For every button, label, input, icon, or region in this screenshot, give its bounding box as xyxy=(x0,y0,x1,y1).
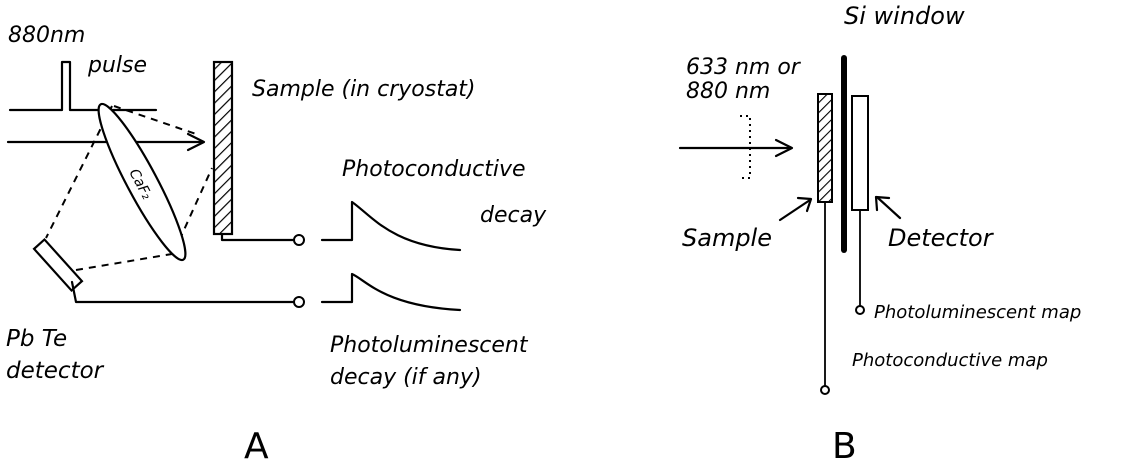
pbte-detector-element xyxy=(32,237,84,293)
collection-cone-bottom xyxy=(75,253,173,271)
detector-label-name: Pb Te xyxy=(6,326,67,352)
pulse-label-wavelength: 880nm xyxy=(8,23,85,48)
sample-b xyxy=(817,93,833,203)
panel-b-letter: B xyxy=(832,426,857,467)
sample-a-label: Sample (in cryostat) xyxy=(252,77,476,102)
sample-b-lead-terminal xyxy=(820,385,830,395)
photoconductive-map-label: Photoconductive map xyxy=(852,350,1048,371)
panel-a: 880nm pulse Sample (in cryostat) CaF₂ Pb… xyxy=(6,23,547,467)
si-window-label: Si window xyxy=(844,2,965,30)
incident-beam-b-arrowhead xyxy=(774,138,794,158)
incident-beam-arrowhead xyxy=(186,132,206,152)
sample-b-pointer-line xyxy=(778,198,812,222)
photoconductive-label-line2: decay xyxy=(480,203,547,228)
detector-lead-wire xyxy=(70,280,296,304)
panel-a-letter: A xyxy=(244,426,269,467)
sample-lead-terminal xyxy=(293,234,305,246)
detector-lead-terminal xyxy=(293,296,305,308)
photoluminescent-map-label: Photoluminescent map xyxy=(874,302,1081,323)
photoluminescent-decay-trace xyxy=(320,272,462,312)
source-wavelength-line2: 880 nm xyxy=(686,79,770,104)
detector-b xyxy=(851,95,869,211)
detector-b-pointer-line xyxy=(876,196,902,220)
collection-cone-upper xyxy=(45,105,113,239)
photoconductive-label-line1: Photoconductive xyxy=(342,157,526,182)
sample-lead-wire xyxy=(220,232,296,242)
detector-b-lead-terminal xyxy=(855,305,865,315)
sample-b-label: Sample xyxy=(682,224,772,252)
sample-a xyxy=(212,60,234,236)
pulse-waveform xyxy=(8,60,158,112)
sample-b-pointer-arrowhead xyxy=(796,196,813,213)
detector-label-type: detector xyxy=(6,358,105,384)
photoluminescent-label-line2: decay (if any) xyxy=(330,365,482,390)
caf2-lens xyxy=(97,102,187,262)
detector-b-pointer-arrowhead xyxy=(874,195,891,212)
panel-b: 633 nm or 880 nm Si window Sample Detect… xyxy=(678,2,1081,467)
photoluminescent-label-line1: Photoluminescent xyxy=(330,333,529,358)
collection-cone-top xyxy=(113,105,197,135)
pulse-label-text: pulse xyxy=(87,53,147,78)
photoconductive-decay-trace xyxy=(320,200,462,252)
source-wavelength-line1: 633 nm or xyxy=(686,55,802,80)
detector-b-label: Detector xyxy=(888,224,995,252)
